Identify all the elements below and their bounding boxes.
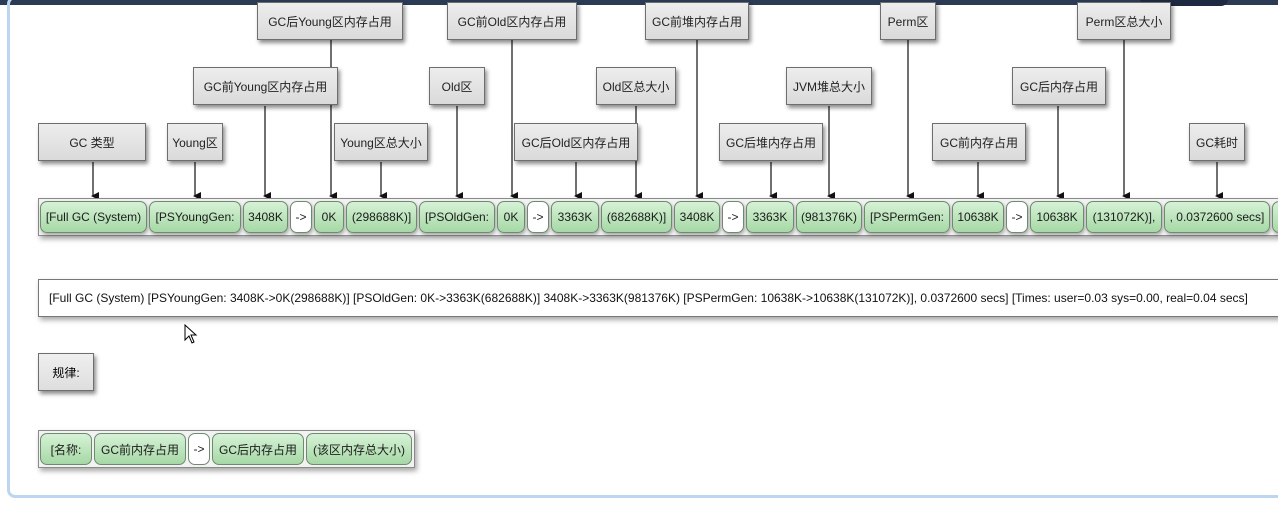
rule-label: 规律: <box>38 353 94 391</box>
label-young-after: GC后Young区内存占用 <box>257 2 403 40</box>
token-perm-total-value: (131072K)], <box>1086 201 1162 233</box>
token-old-after-value: 3363K <box>551 201 599 233</box>
token-arrow: -> <box>722 201 744 233</box>
top-bar-widget <box>1140 0 1228 6</box>
label-mem-after: GC后内存占用 <box>1012 67 1106 105</box>
token-heap-total-value: (981376K) <box>796 201 862 233</box>
token-old-total-value: (682688K)] <box>601 201 672 233</box>
label-gc-time: GC耗时 <box>1189 123 1245 161</box>
rule-token-total: (该区内存总大小) <box>306 433 412 465</box>
mouse-cursor-icon <box>184 324 198 344</box>
token-gc-time-value: , 0.0372600 secs] <box>1164 201 1270 233</box>
label-perm: Perm区 <box>880 2 936 40</box>
token-arrow: -> <box>1006 201 1028 233</box>
rule-token-name: [名称: <box>40 433 92 465</box>
token-psoldgen: [PSOldGen: <box>419 201 495 233</box>
label-young-before: GC前Young区内存占用 <box>193 67 338 105</box>
diagram-frame <box>7 0 1278 498</box>
label-young: Young区 <box>167 123 223 161</box>
label-young-total: Young区总大小 <box>334 123 428 161</box>
token-full-gc: [Full GC (System) <box>40 201 147 233</box>
token-young-after-value: 0K <box>314 201 344 233</box>
label-old-total: Old区总大小 <box>596 67 676 105</box>
token-perm-before-value: 10638K <box>952 201 1004 233</box>
token-pspermgen: [PSPermGen: <box>864 201 950 233</box>
label-old-after: GC后Old区内存占用 <box>514 123 638 161</box>
token-arrow: -> <box>527 201 549 233</box>
token-overflow <box>1272 201 1278 233</box>
token-arrow: -> <box>290 201 312 233</box>
token-young-before-value: 3408K <box>243 201 288 233</box>
token-old-before-value: 0K <box>497 201 525 233</box>
label-gc-type: GC 类型 <box>38 123 146 161</box>
token-psyounggen: [PSYoungGen: <box>149 201 241 233</box>
full-gc-log-line: [Full GC (System) [PSYoungGen: 3408K->0K… <box>38 279 1278 317</box>
rule-token-before: GC前内存占用 <box>94 433 186 465</box>
token-heap-before-value: 3408K <box>674 201 720 233</box>
label-mem-before: GC前内存占用 <box>932 123 1026 161</box>
label-old: Old区 <box>429 67 485 105</box>
window-top-bar <box>0 0 1278 6</box>
token-young-total-value: (298688K)] <box>346 201 417 233</box>
label-heap-after: GC后堆内存占用 <box>719 123 823 161</box>
rule-token-after: GC后内存占用 <box>212 433 304 465</box>
label-jvm-heap-total: JVM堆总大小 <box>786 67 872 105</box>
token-heap-after-value: 3363K <box>746 201 794 233</box>
rule-token-arrow: -> <box>188 433 210 465</box>
label-heap-before: GC前堆内存占用 <box>645 2 749 40</box>
label-perm-total: Perm区总大小 <box>1077 2 1171 40</box>
token-perm-after-value: 10638K <box>1030 201 1084 233</box>
label-old-before: GC前Old区内存占用 <box>447 2 577 40</box>
